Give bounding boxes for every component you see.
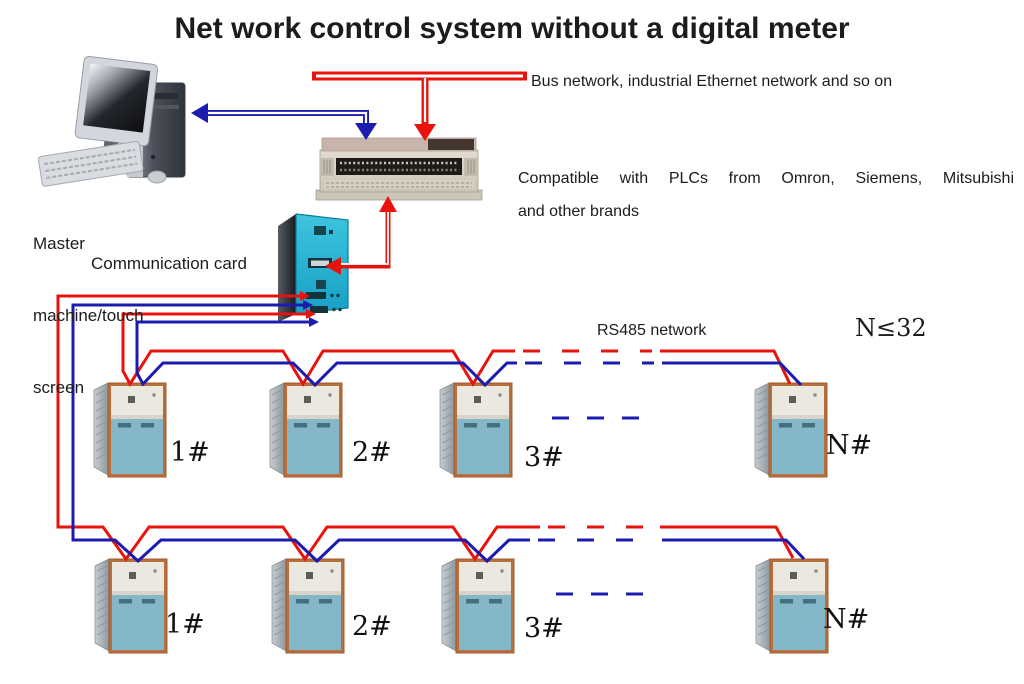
blue-arrow-into-plc-top	[355, 123, 377, 140]
blue-arrow-into-card-a	[303, 300, 313, 310]
plc-terminal-strip	[336, 158, 462, 175]
red-wire-double-line-overlays	[316, 74, 523, 265]
plc-device	[315, 137, 483, 201]
cabinet-row2-3	[441, 558, 515, 654]
master-label-line1: Master	[33, 234, 85, 253]
cabinet-label-row1-2: 2#	[352, 437, 392, 468]
red-arrow-into-card-mid	[325, 257, 341, 275]
red-arrow-into-card-b	[306, 309, 316, 319]
computer-mouse	[147, 170, 167, 184]
blue-arrow-into-card-b	[309, 317, 319, 327]
cabinet-row1-3	[439, 382, 513, 478]
bus-network-label: Bus network, industrial Ethernet network…	[531, 73, 893, 90]
cabinet-row2-1	[94, 558, 168, 654]
cabinet-row2-n	[755, 558, 829, 654]
plc-compatibility-label-line2: and other brands	[518, 203, 639, 220]
computer-keyboard	[37, 140, 144, 187]
card-connector-low1	[306, 292, 326, 299]
communication-card-label: Communication card	[91, 254, 247, 273]
master-computer-illustration	[37, 56, 186, 187]
master-label-line3: screen	[33, 378, 85, 397]
cabinet-label-row1-3: 3#	[524, 442, 564, 473]
red-wire-card-to-row2-bus	[56, 294, 540, 562]
plc-compatibility-label-line1: Compatible with PLCs from Omron, Siemens…	[518, 170, 1014, 187]
cabinet-row1-2	[269, 382, 343, 478]
red-row1-bus-to-cabinet-n	[660, 349, 792, 385]
cabinet-label-row2-1: 1#	[165, 609, 205, 640]
cabinet-label-row2-n: N#	[823, 604, 870, 635]
red-arrow-up-into-plc-bottom	[379, 196, 397, 212]
red-row2-bus-to-cabinet-n	[660, 525, 795, 559]
blue-arrowheads	[191, 103, 377, 327]
cabinet-label-row2-3: 3#	[524, 613, 564, 644]
blue-row1-bus-to-cabinet-n	[662, 361, 803, 387]
card-connector-low2	[310, 306, 328, 313]
master-machine-label: Master machine/touch screen	[33, 184, 144, 424]
cabinet-row2-2	[271, 558, 345, 654]
blue-wire-card-to-row1-bus	[135, 320, 517, 388]
page-title: Net work control system without a digita…	[174, 12, 850, 45]
cabinet-label-row2-2: 2#	[352, 611, 392, 642]
cabinet-row-2	[94, 558, 829, 654]
cabinet-row1-n	[754, 382, 828, 478]
blue-wire-double-line-overlays	[208, 111, 368, 126]
red-wire-card-to-row1-bus	[121, 312, 515, 387]
cabinet-label-row1-n: N#	[826, 430, 873, 461]
rs485-network-label: RS485 network	[597, 322, 707, 339]
red-arrow-into-card-a	[300, 291, 310, 301]
red-arrowheads	[300, 124, 436, 319]
master-label-line2: machine/touch	[33, 306, 144, 325]
blue-row2-bus-to-cabinet-n	[662, 538, 806, 561]
cabinet-label-row1-1: 1#	[170, 437, 210, 468]
max-nodes-label: N≤32	[855, 314, 927, 342]
blue-arrow-into-computer	[191, 103, 208, 123]
red-arrow-into-plc-top	[414, 124, 436, 141]
blue-wire-card-to-row2-bus	[71, 303, 530, 564]
blue-computer-plc-link	[204, 110, 369, 128]
